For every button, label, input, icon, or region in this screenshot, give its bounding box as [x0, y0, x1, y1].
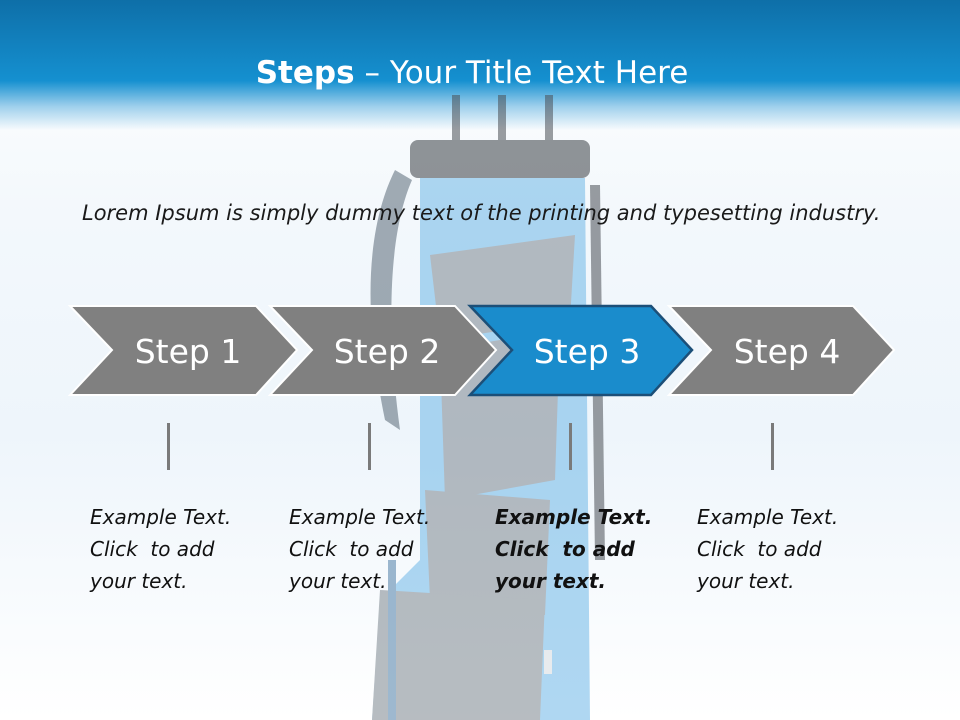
step-1-description[interactable]: Example Text. Click to add your text.	[90, 501, 260, 597]
desc-line: Click to add	[90, 537, 215, 561]
step-2-description[interactable]: Example Text. Click to add your text.	[289, 501, 459, 597]
desc-line: Click to add	[697, 537, 822, 561]
step-2-label: Step 2	[334, 332, 441, 371]
desc-line: your text.	[495, 569, 607, 593]
step-2-chevron[interactable]: Step 2	[267, 305, 498, 396]
step-4-chevron[interactable]: Step 4	[666, 305, 896, 396]
title-bar	[0, 0, 960, 130]
intro-text: Lorem Ipsum is simply dummy text of the …	[82, 201, 881, 225]
desc-line: Example Text.	[289, 505, 431, 529]
step-1-chevron[interactable]: Step 1	[67, 305, 299, 396]
connector-line-2	[368, 423, 371, 470]
connector-line-4	[771, 423, 774, 470]
step-3-label: Step 3	[534, 332, 641, 371]
desc-line: your text.	[90, 569, 188, 593]
desc-line: Example Text.	[495, 505, 653, 529]
step-4-label: Step 4	[734, 332, 841, 371]
title-bold: Steps	[255, 55, 355, 91]
step-3-chevron[interactable]: Step 3	[467, 304, 694, 397]
title-rest: – Your Title Text Here	[364, 55, 689, 91]
page-title: Steps– Your Title Text Here	[0, 55, 944, 91]
desc-line: your text.	[289, 569, 387, 593]
desc-line: Click to add	[495, 537, 635, 561]
step-3-description[interactable]: Example Text. Click to add your text.	[495, 501, 665, 597]
desc-line: your text.	[697, 569, 795, 593]
desc-line: Example Text.	[697, 505, 839, 529]
step-1-label: Step 1	[135, 332, 242, 371]
connector-line-3	[569, 423, 572, 470]
desc-line: Click to add	[289, 537, 414, 561]
desc-line: Example Text.	[90, 505, 232, 529]
connector-line-1	[167, 423, 170, 470]
step-4-description[interactable]: Example Text. Click to add your text.	[697, 501, 867, 597]
